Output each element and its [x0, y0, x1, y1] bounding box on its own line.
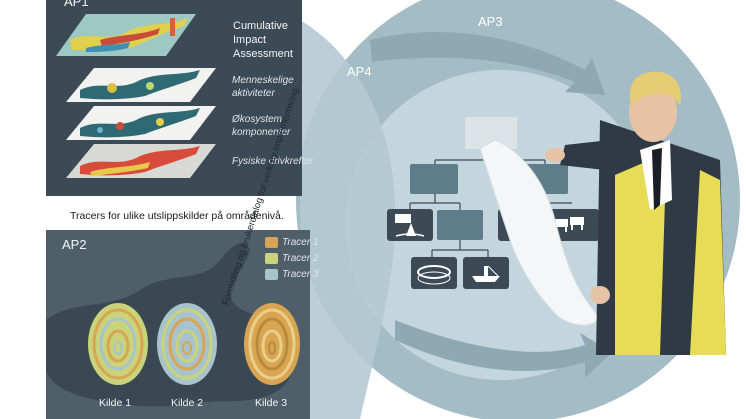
tracer-1-swatch	[265, 237, 278, 248]
tracers-title: Tracers for ulike utslippskilder på områ…	[70, 210, 284, 222]
map-layer-physical-shape	[80, 146, 200, 176]
fingerprint-kilde-1	[88, 303, 148, 385]
map-layer-ecosystem-spot	[156, 118, 164, 126]
tree-node	[437, 210, 483, 240]
map-layer-ecosystem-spot	[97, 127, 103, 133]
top-arrow	[370, 31, 605, 95]
middle-band	[300, 20, 396, 419]
layer-human-line2: aktiviteter	[232, 88, 275, 99]
ap1-label: AP1	[64, 0, 89, 9]
map-layer-cia-shape-hot	[100, 28, 160, 46]
paper-scroll	[479, 139, 601, 326]
map-layer-cia-legend	[170, 18, 175, 36]
map-layer-cia-shape-cold	[86, 42, 130, 52]
tree-node	[410, 164, 458, 194]
fish-farm-icon	[411, 257, 457, 289]
layer-human-line1: Menneskelige	[232, 75, 294, 86]
tracer-3-label: Tracer 3	[282, 269, 319, 280]
cia-title-line1: Cumulative	[233, 20, 289, 32]
ap3-label: AP3	[478, 14, 503, 29]
layer-eco-line1: Økosystem	[232, 114, 283, 125]
tree-root-node	[465, 117, 517, 149]
tracer-2-label: Tracer 2	[282, 253, 319, 264]
kilde-2-label: Kilde 2	[171, 397, 204, 409]
map-layer-ecosystem-shape	[80, 108, 200, 138]
map-layer-cia-shape	[70, 18, 188, 51]
map-layer-physical-shape-2	[90, 162, 150, 176]
bottom-arrow	[395, 320, 612, 378]
tracer-1-label: Tracer 1	[282, 237, 319, 248]
kilde-1-label: Kilde 1	[99, 397, 132, 409]
ap4-label: AP4	[347, 64, 372, 79]
kilde-3-label: Kilde 3	[255, 397, 288, 409]
fingerprint-kilde-2	[157, 303, 217, 385]
pipe-outflow-icon	[387, 209, 433, 241]
fingerprint-kilde-3	[244, 303, 300, 385]
tracer-2-swatch	[265, 253, 278, 264]
cia-title-line3: Assessment	[233, 48, 293, 60]
map-layer-human-spot	[107, 83, 117, 93]
layer-eco-line2: komponenter	[232, 127, 291, 138]
fishing-boat-icon	[463, 257, 509, 289]
layer-physical: Fysiske drivkrefter	[232, 156, 314, 167]
tracer-3-swatch	[265, 269, 278, 280]
cia-title-line2: Impact	[233, 34, 267, 46]
ap2-label: AP2	[62, 237, 87, 252]
map-layer-ecosystem-spot	[116, 122, 124, 130]
map-layer-human-spot	[146, 82, 154, 90]
man-illustration	[545, 71, 726, 355]
